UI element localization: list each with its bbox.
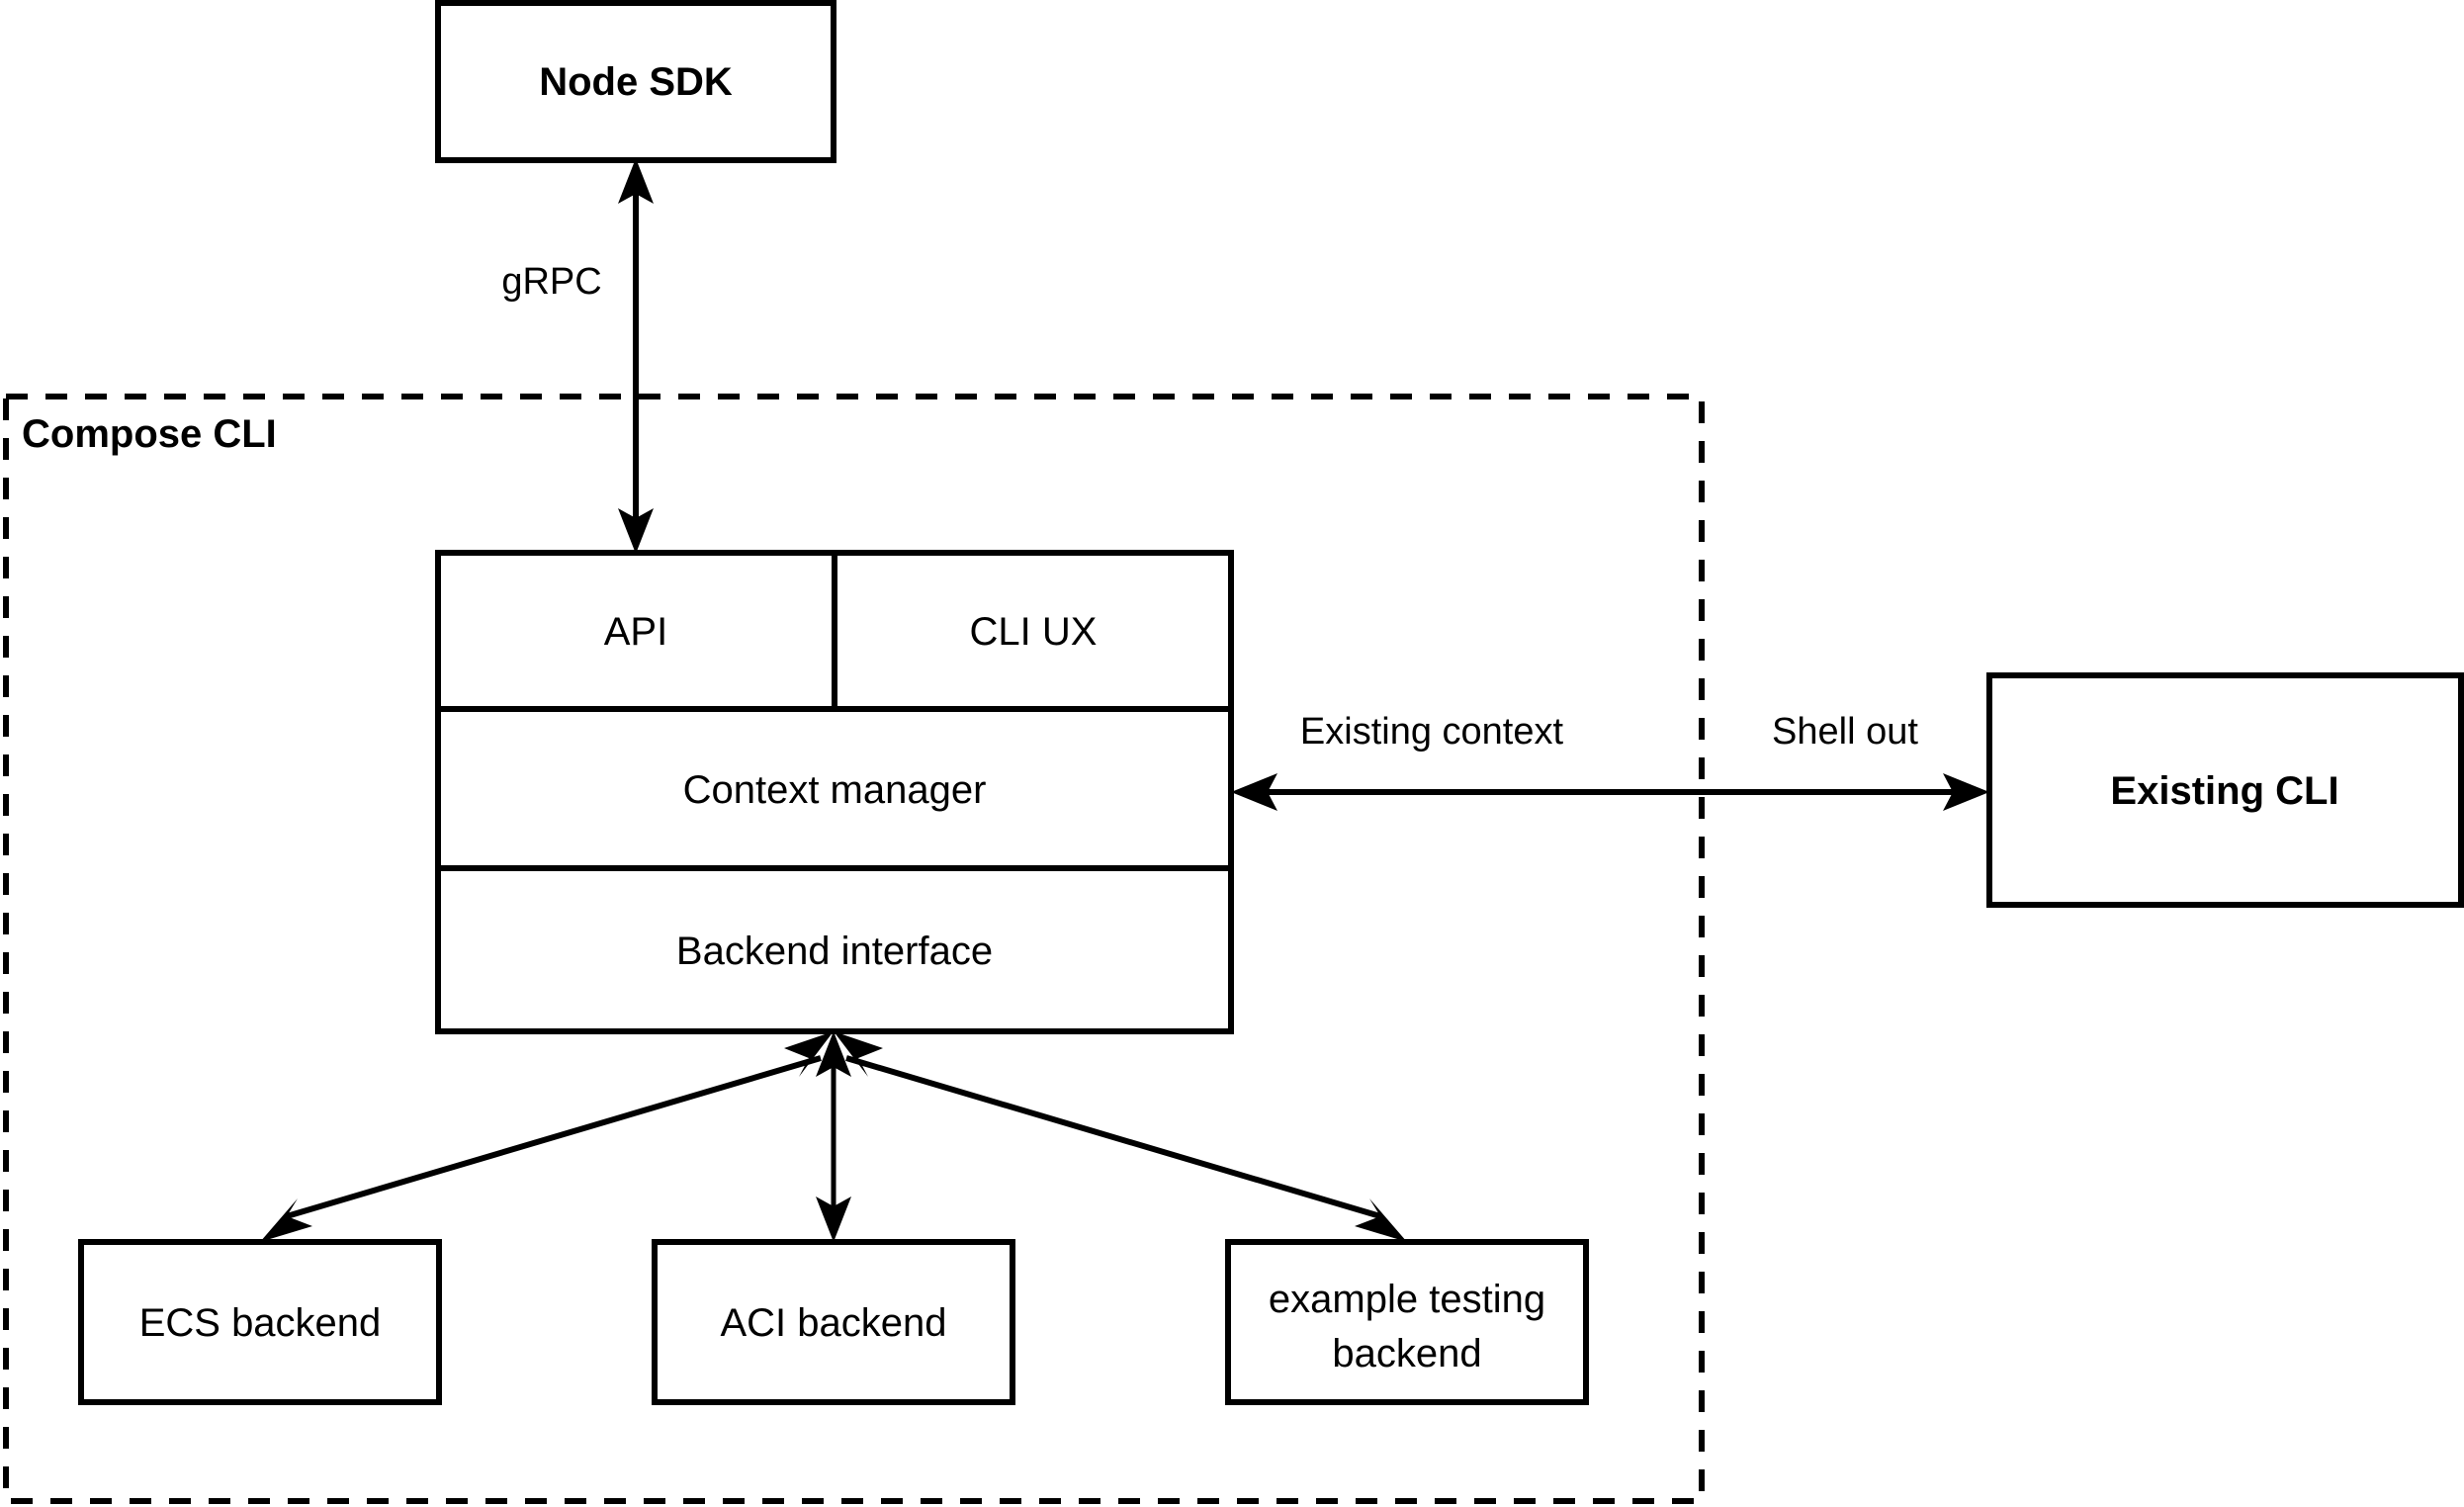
backend-to-aci-arrowhead-down bbox=[816, 1197, 851, 1242]
example-testing-backend-label-line2: backend bbox=[1332, 1332, 1481, 1375]
backend-to-ecs-arrowhead-up bbox=[784, 1031, 834, 1077]
shell-out-edge-label: Shell out bbox=[1772, 711, 1918, 753]
cli-ux-label[interactable]: CLI UX bbox=[970, 610, 1098, 654]
backend-to-example-arrowhead-up bbox=[834, 1031, 883, 1077]
api-label[interactable]: API bbox=[604, 610, 667, 654]
existing-cli-label: Existing CLI bbox=[2110, 769, 2338, 813]
ecs-backend-label: ECS backend bbox=[139, 1301, 382, 1345]
ecs-backend-box[interactable] bbox=[78, 1239, 442, 1405]
grpc-arrowhead-up bbox=[618, 158, 654, 204]
grpc-edge-label: gRPC bbox=[501, 261, 601, 303]
existing-context-arrowhead-left bbox=[1231, 773, 1277, 811]
shell-out-arrowhead-right bbox=[1943, 773, 1989, 811]
compose-cli-group-border bbox=[3, 394, 1705, 1504]
example-testing-backend-box[interactable] bbox=[1225, 1239, 1589, 1405]
backend-to-ecs-edge-line bbox=[286, 1055, 822, 1219]
aci-backend-label: ACI backend bbox=[720, 1301, 946, 1345]
backend-to-example-arrowhead-down bbox=[1355, 1198, 1407, 1242]
node-sdk-label: Node SDK bbox=[539, 60, 733, 104]
backend-interface-label[interactable]: Backend interface bbox=[676, 930, 993, 973]
backend-to-ecs-arrowhead-down bbox=[260, 1198, 312, 1242]
context-manager-label[interactable]: Context manager bbox=[683, 768, 987, 812]
example-testing-backend-label-line1: example testing bbox=[1269, 1278, 1545, 1321]
backend-to-aci-arrowhead-up bbox=[816, 1031, 851, 1077]
backend-to-example-edge-line bbox=[845, 1055, 1381, 1219]
existing-cli-box[interactable] bbox=[1986, 672, 2464, 908]
grpc-arrowhead-down bbox=[618, 508, 654, 554]
node-sdk-box[interactable] bbox=[435, 0, 836, 163]
aci-backend-box[interactable] bbox=[652, 1239, 1015, 1405]
existing-context-edge-label: Existing context bbox=[1300, 711, 1564, 753]
compose-cli-group-label: Compose CLI bbox=[22, 412, 277, 456]
